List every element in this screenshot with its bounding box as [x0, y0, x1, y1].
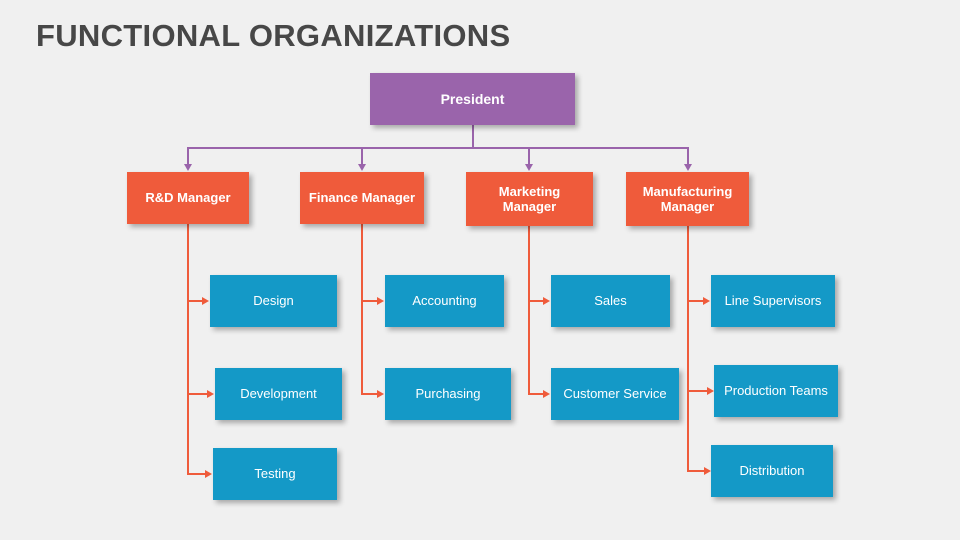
arrowhead-president-to-finance: [357, 164, 366, 171]
node-distribution[interactable]: Distribution: [711, 445, 833, 497]
arrowhead-rd-to-testing: [205, 469, 212, 478]
node-manufacturing-manager-label: Manufacturing Manager: [642, 183, 733, 214]
node-line-supervisors[interactable]: Line Supervisors: [711, 275, 835, 327]
node-marketing-manager[interactable]: Marketing Manager: [466, 172, 593, 226]
node-rd-manager[interactable]: R&D Manager: [127, 172, 249, 224]
node-design-label: Design: [253, 293, 294, 309]
connector-marketing-trunk: [528, 226, 530, 395]
node-design[interactable]: Design: [210, 275, 337, 327]
node-accounting-label: Accounting: [412, 293, 477, 309]
node-customer-service[interactable]: Customer Service: [551, 368, 679, 420]
node-distribution-label: Distribution: [739, 463, 805, 479]
node-production-teams[interactable]: Production Teams: [714, 365, 838, 417]
arrowhead-finance-to-accounting: [377, 296, 384, 305]
connector-manufacturing-to-production-teams: [687, 390, 708, 392]
connector-president-to-rd: [187, 147, 189, 165]
node-purchasing[interactable]: Purchasing: [385, 368, 511, 420]
arrowhead-marketing-to-customer-service: [543, 389, 550, 398]
arrowhead-rd-to-development: [207, 389, 214, 398]
arrowhead-president-to-rd: [183, 164, 192, 171]
node-finance-manager-label: Finance Manager: [308, 190, 416, 206]
node-development[interactable]: Development: [215, 368, 342, 420]
arrowhead-marketing-to-sales: [543, 296, 550, 305]
node-purchasing-label: Purchasing: [415, 386, 481, 402]
connector-president-bus: [187, 147, 689, 149]
connector-finance-trunk: [361, 224, 363, 395]
connector-president-to-finance: [361, 147, 363, 165]
node-testing[interactable]: Testing: [213, 448, 337, 500]
connector-manufacturing-to-line-supervisors: [687, 300, 704, 302]
connector-rd-to-design: [187, 300, 203, 302]
connector-president-to-manufacturing: [687, 147, 689, 165]
node-production-teams-label: Production Teams: [724, 383, 828, 399]
node-line-supervisors-label: Line Supervisors: [724, 293, 822, 309]
connector-marketing-to-sales: [528, 300, 544, 302]
connector-marketing-to-customer-service: [528, 393, 544, 395]
node-accounting[interactable]: Accounting: [385, 275, 504, 327]
arrowhead-manufacturing-to-distribution: [704, 466, 711, 475]
arrowhead-president-to-manufacturing: [683, 164, 692, 171]
connector-rd-trunk: [187, 224, 189, 475]
node-sales-label: Sales: [594, 293, 627, 309]
connector-finance-to-purchasing: [361, 393, 378, 395]
connector-manufacturing-to-distribution: [687, 470, 705, 472]
node-sales[interactable]: Sales: [551, 275, 670, 327]
node-rd-manager-label: R&D Manager: [145, 190, 231, 206]
arrowhead-rd-to-design: [202, 296, 209, 305]
page-title: FUNCTIONAL ORGANIZATIONS: [36, 18, 511, 53]
node-development-label: Development: [240, 386, 317, 402]
node-president[interactable]: President: [370, 73, 575, 125]
connector-president-stem: [472, 125, 474, 148]
connector-finance-to-accounting: [361, 300, 378, 302]
arrowhead-manufacturing-to-line-supervisors: [703, 296, 710, 305]
node-testing-label: Testing: [254, 466, 296, 482]
arrowhead-president-to-marketing: [524, 164, 533, 171]
arrowhead-manufacturing-to-production-teams: [707, 386, 714, 395]
connector-president-to-marketing: [528, 147, 530, 165]
connector-rd-to-testing: [187, 473, 206, 475]
node-president-label: President: [440, 90, 505, 107]
node-finance-manager[interactable]: Finance Manager: [300, 172, 424, 224]
connector-manufacturing-trunk: [687, 226, 689, 470]
node-marketing-manager-label: Marketing Manager: [498, 183, 561, 214]
connector-rd-to-development: [187, 393, 208, 395]
node-manufacturing-manager[interactable]: Manufacturing Manager: [626, 172, 749, 226]
node-customer-service-label: Customer Service: [563, 386, 667, 402]
arrowhead-finance-to-purchasing: [377, 389, 384, 398]
